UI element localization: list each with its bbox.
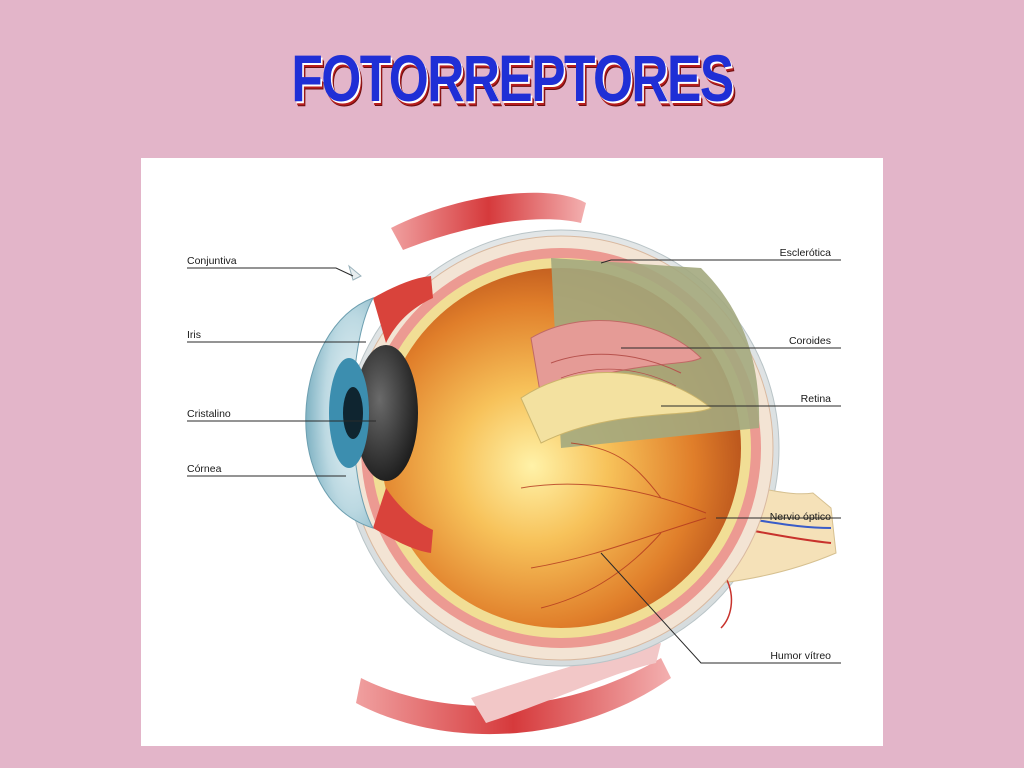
label-cristalino: Cristalino <box>187 408 231 420</box>
pupil <box>343 387 363 439</box>
lower-muscle <box>356 658 671 735</box>
retina-flap <box>520 372 712 444</box>
label-esclerotica: Esclerótica <box>780 247 832 259</box>
slide-title: FOTORREPTORES <box>291 41 734 115</box>
label-humor-vitreo: Humor vítreo <box>770 650 831 662</box>
label-coroides: Coroides <box>789 335 831 347</box>
eye-anatomy-diagram: Conjuntiva Iris Cristalino Córnea Escler… <box>141 158 883 746</box>
upper-muscle <box>391 192 586 250</box>
eye-cross-section: Conjuntiva Iris Cristalino Córnea Escler… <box>187 192 841 735</box>
lower-muscle-2 <box>471 643 661 723</box>
lens <box>354 345 418 481</box>
label-nervio-optico: Nervio óptico <box>770 511 831 523</box>
conjunctiva-fold <box>348 264 362 281</box>
label-iris: Iris <box>187 329 201 341</box>
ciliary-body <box>373 276 433 343</box>
label-cornea: Córnea <box>187 463 222 475</box>
label-retina: Retina <box>801 393 832 405</box>
label-conjuntiva: Conjuntiva <box>187 255 237 267</box>
